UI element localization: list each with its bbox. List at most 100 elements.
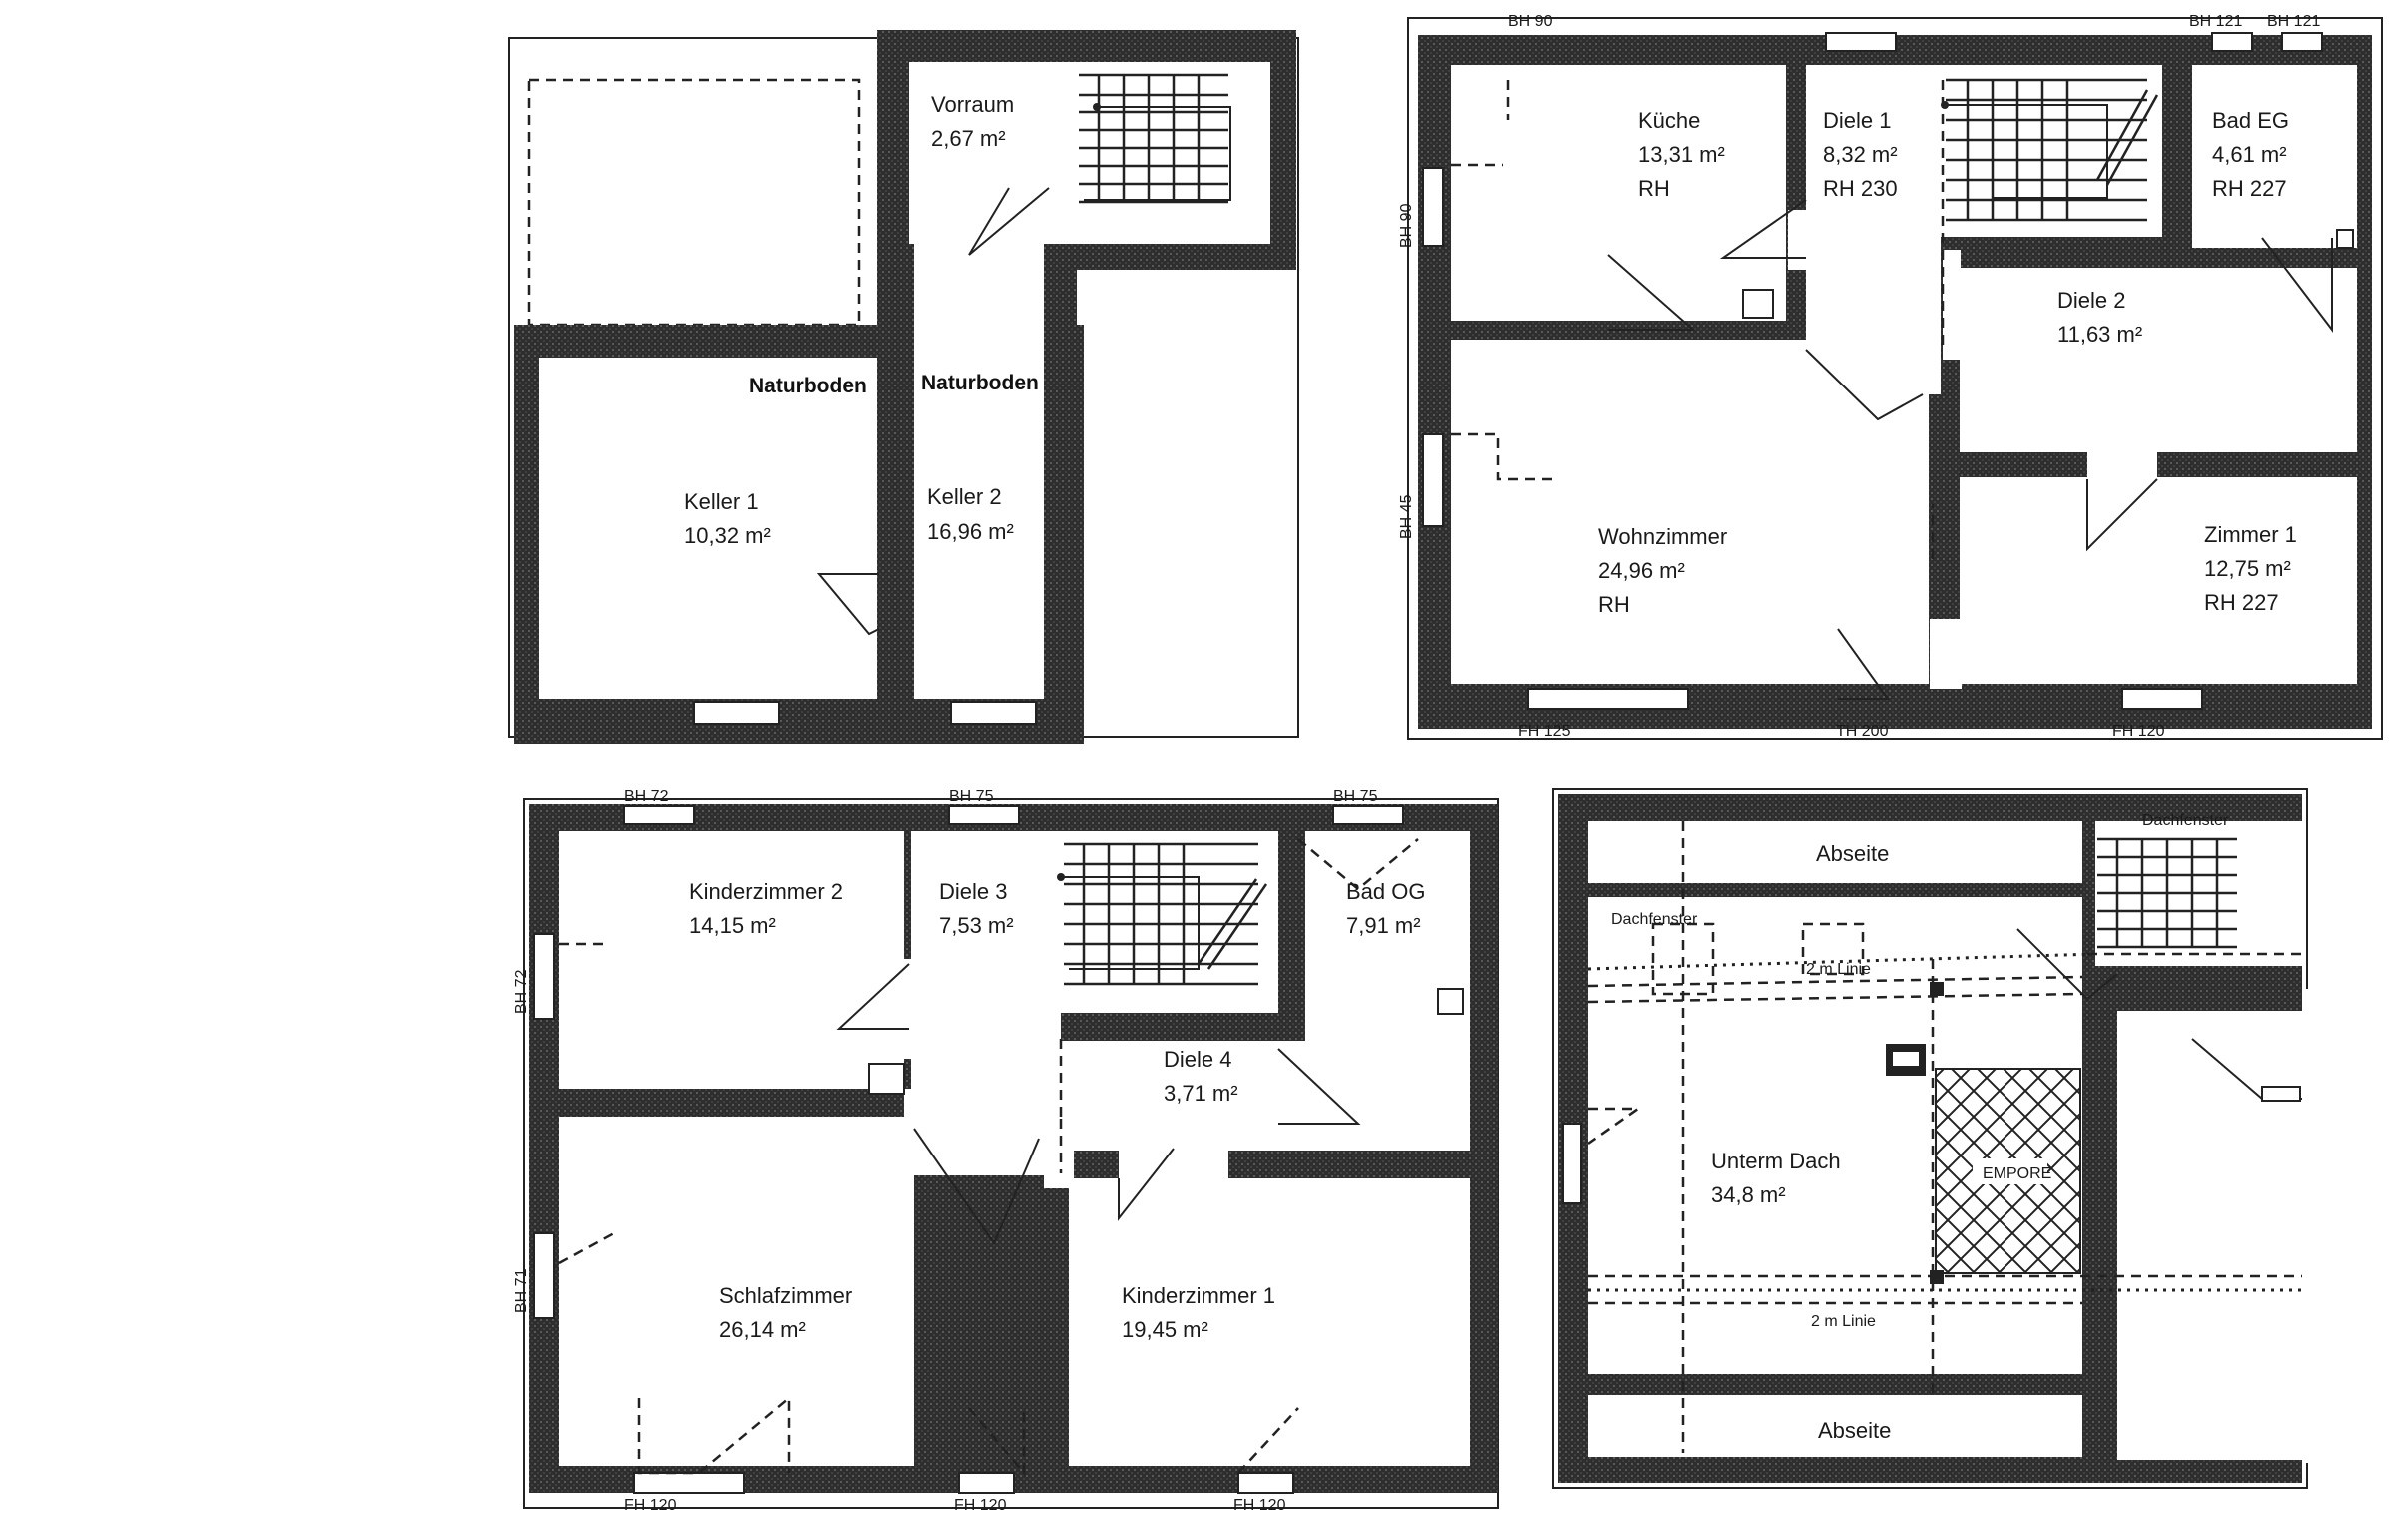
keller1-area: 10,32 m² (684, 523, 771, 548)
bad-eg-name: Bad EG (2212, 108, 2289, 133)
og-fh-bottom-3: FH 120 (1233, 1497, 1286, 1514)
eg-fh-bottom-1: FH 125 (1518, 723, 1571, 740)
eg-window-left-1 (1422, 167, 1444, 247)
keller2-area: 16,96 m² (927, 519, 1014, 544)
abseite-top-label: Abseite (1816, 841, 1889, 866)
kinderzimmer1-room (1069, 1178, 1470, 1466)
bad-og-name: Bad OG (1346, 879, 1425, 904)
bad-eg-rh: RH 227 (2212, 176, 2287, 201)
vorraum-name: Vorraum (931, 92, 1014, 117)
og-door-swing-4 (1118, 1148, 1175, 1221)
eg-window-top-2 (2211, 32, 2253, 52)
schlafzimmer-area: 26,14 m² (719, 1317, 806, 1342)
diele4-name: Diele 4 (1164, 1047, 1231, 1072)
eg-door-swing-2 (1607, 254, 1696, 331)
eg-bh-top-3: BH 121 (2267, 13, 2320, 30)
wohnzimmer-name: Wohnzimmer (1598, 524, 1727, 549)
og-door-swing-3 (1277, 1048, 1361, 1125)
og-window-left-1 (533, 933, 555, 1020)
schlafzimmer-room (559, 1117, 914, 1466)
unterm-dach-area: 34,8 m² (1711, 1182, 1786, 1207)
dg-window-left (1562, 1123, 1582, 1204)
og-bh-top-3: BH 75 (1333, 788, 1378, 805)
keller1-name: Keller 1 (684, 489, 759, 514)
eg-stair-room (1941, 65, 2162, 237)
diele1-name: Diele 1 (1823, 108, 1891, 133)
og-stair-room (1061, 831, 1278, 1013)
eg-window-bottom-1 (1527, 688, 1689, 710)
eg-window-bottom-2 (2121, 688, 2203, 710)
og-window-bottom-1 (633, 1472, 745, 1494)
diele2-area: 11,63 m² (2057, 322, 2142, 347)
diele4-room (1061, 1041, 1305, 1151)
dg-right-room (2117, 1011, 2302, 1460)
kinderzimmer2-area: 14,15 m² (689, 913, 776, 938)
og-bh-left-2: BH 71 (513, 1268, 530, 1313)
eg-window-top-3 (2281, 32, 2323, 52)
dachfenster-2-label: Dachfenster (2142, 812, 2229, 829)
og-window-top-1 (623, 805, 695, 825)
kueche-name: Küche (1638, 108, 1700, 133)
og-fh-bottom-2: FH 120 (954, 1497, 1007, 1514)
bad-eg-area: 4,61 m² (2212, 142, 2287, 167)
og-bh-left-1: BH 72 (513, 969, 530, 1014)
kinderzimmer2-room (559, 831, 904, 1089)
keller-door-swing-1 (968, 187, 1050, 256)
eg-stairs (1946, 78, 2159, 222)
diele4-area: 3,71 m² (1164, 1081, 1238, 1106)
keller-stairs (1079, 73, 1231, 204)
diele2-name: Diele 2 (2057, 288, 2125, 313)
og-door-swing-2 (913, 1128, 1040, 1246)
eg-door-swing-3 (1805, 349, 1924, 421)
abseite-bottom-label: Abseite (1818, 1418, 1891, 1443)
diele3-name: Diele 3 (939, 879, 1007, 904)
plan-keller: Naturboden Naturboden Vorraum 2,67 m² Ke… (508, 30, 1299, 744)
vorraum-area: 2,67 m² (931, 126, 1006, 151)
kinderzimmer1-area: 19,45 m² (1122, 1317, 1208, 1342)
linie-bottom-label: 2 m Linie (1811, 1313, 1876, 1330)
wohnzimmer-rh: RH (1598, 592, 1630, 617)
kueche-area: 13,31 m² (1638, 142, 1725, 167)
linie-top-label: 2 m Linie (1806, 961, 1871, 978)
og-fh-bottom-1: FH 120 (624, 1497, 677, 1514)
bad-eg-room (2192, 65, 2357, 248)
zimmer1-rh: RH 227 (2204, 590, 2279, 615)
keller1-floor-label: Naturboden (749, 375, 867, 397)
dg-door-swing-1 (2016, 928, 2118, 1001)
dachfenster-2-outline (1801, 922, 1865, 976)
schlafzimmer-name: Schlafzimmer (719, 1283, 852, 1308)
eg-window-top-1 (1825, 32, 1897, 52)
diele3-room (911, 831, 1061, 1175)
keller2-name: Keller 2 (927, 484, 1002, 509)
zimmer1-room (1960, 477, 2357, 684)
diele1-rh: RH 230 (1823, 176, 1898, 201)
diele3-area: 7,53 m² (939, 913, 1014, 938)
og-window-left-2 (533, 1232, 555, 1319)
keller-window-2 (950, 701, 1037, 725)
dachfenster-1-label: Dachfenster (1611, 911, 1698, 928)
wohnzimmer-area: 24,96 m² (1598, 558, 1685, 583)
empore-label: EMPORE (1983, 1165, 2051, 1182)
eg-bh-left-2: BH 45 (1398, 494, 1415, 539)
zimmer1-area: 12,75 m² (2204, 556, 2291, 581)
keller-door-swing-2 (816, 573, 880, 636)
abseite-top-room (1588, 821, 2082, 883)
eg-door-swing-4 (2261, 237, 2333, 333)
abseite-bottom-room (1588, 1395, 2082, 1457)
eg-bh-top-2: BH 121 (2189, 13, 2242, 30)
keller1-room (539, 358, 879, 699)
eg-bh-left-1: BH 90 (1398, 203, 1415, 248)
kinderzimmer1-name: Kinderzimmer 1 (1122, 1283, 1275, 1308)
eg-door-swing-6 (1837, 628, 1890, 700)
plan-eg: Küche 13,31 m² RH Diele 1 8,32 m² RH 230… (1398, 13, 2383, 740)
og-bh-top-1: BH 72 (624, 788, 669, 805)
eg-door-swing-5 (2086, 478, 2158, 552)
kueche-room (1451, 65, 1786, 321)
keller-window-1 (693, 701, 780, 725)
kinderzimmer2-name: Kinderzimmer 2 (689, 879, 843, 904)
og-window-top-2 (948, 805, 1020, 825)
og-stairs (1061, 842, 1268, 986)
plan-og: Kinderzimmer 2 14,15 m² Diele 3 7,53 m² … (513, 788, 1499, 1514)
og-window-bottom-3 (1237, 1472, 1294, 1494)
unterm-dach-name: Unterm Dach (1711, 1149, 1841, 1173)
